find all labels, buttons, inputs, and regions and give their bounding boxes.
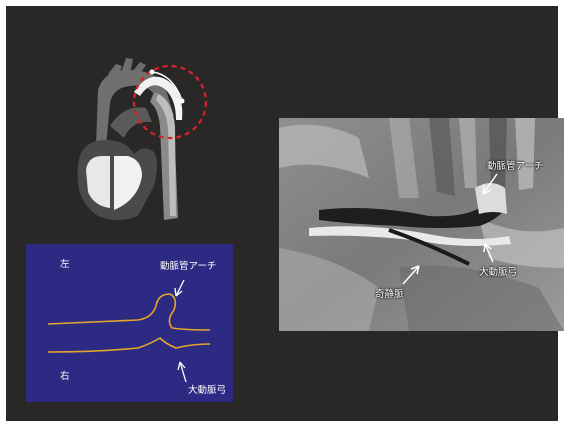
mri-azygos-label: 奇静脈 [375,286,404,300]
left-side-label: 左 [60,256,70,270]
aortic-arch-outline [48,338,210,352]
ductal-arch-arrow [176,280,184,296]
ductal-arch-outline [48,294,210,330]
aortic-arch-label: 大動脈弓 [188,382,226,396]
mri-ductal-patch [475,183,507,214]
mri-image: 動脈管アーチ 大動脈弓 奇静脈 [279,118,564,331]
mri-scan [279,118,564,331]
ductal-arch-label: 動脈管アーチ [160,258,216,272]
schematic-diagram: 左 右 動脈管アーチ 大動脈弓 [26,244,233,402]
mri-aortic-arch-label: 大動脈弓 [479,264,517,278]
mri-ductal-arch-label: 動脈管アーチ [487,158,543,172]
right-side-label: 右 [60,368,70,382]
figure-panel: 左 右 動脈管アーチ 大動脈弓 [6,6,558,421]
heart-illustration [66,56,216,231]
pulmonary-trunk [110,107,152,138]
